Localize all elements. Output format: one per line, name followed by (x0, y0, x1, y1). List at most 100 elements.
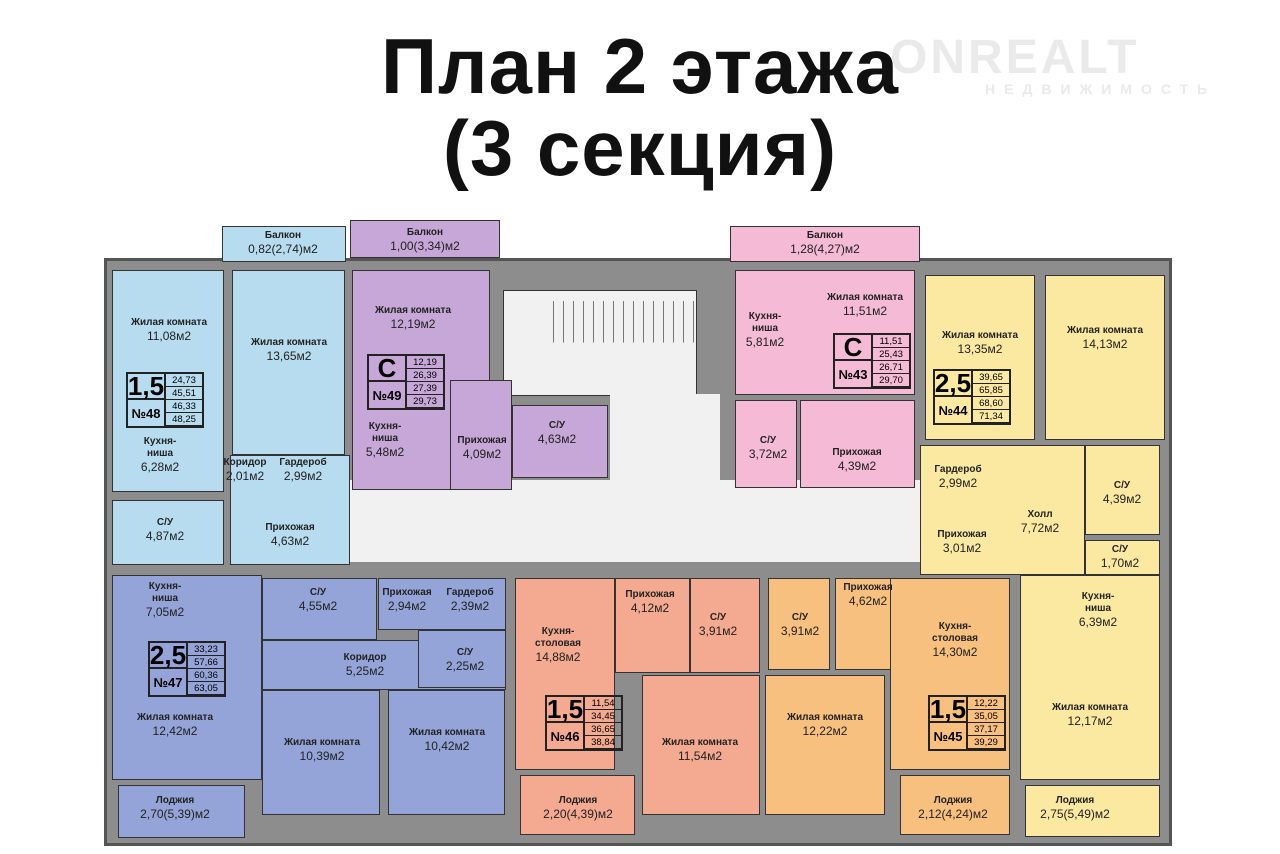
apartment-room-fill (735, 270, 915, 395)
apartment-area-value: 25,43 (873, 348, 909, 361)
room-name: Кухня- ниша (143, 436, 177, 459)
room-area: 12,19м2 (390, 317, 436, 331)
apartment-area-value: 38,84 (585, 736, 621, 749)
apartment-room-fill (1025, 785, 1160, 837)
apartment-area-value: 39,29 (968, 736, 1004, 749)
apartment-room-fill (925, 275, 1035, 440)
room-name: Прихожая (382, 587, 432, 598)
apartment-type: 2,5 (149, 639, 188, 670)
room-area: 2,39м2 (450, 599, 490, 613)
apartment-number: №46 (547, 723, 585, 749)
room-area: 5,25м2 (345, 664, 385, 678)
room-area: 2,99м2 (938, 476, 978, 490)
room-name: Жилая комната (1066, 325, 1144, 336)
room-name: Кухня- столовая (535, 626, 581, 649)
room-area: 13,35м2 (957, 342, 1003, 356)
room-area: 14,13м2 (1082, 337, 1128, 351)
room-name: Гардероб (934, 464, 982, 475)
room-name: Кухня- ниша (368, 421, 402, 444)
apartment-area-value: 65,85 (973, 384, 1009, 397)
room-area: 11,08м2 (146, 329, 192, 343)
room-name: Прихожая (265, 522, 315, 533)
room-name: С/У (456, 647, 474, 658)
room-area: 5,81м2 (745, 335, 785, 349)
room-name: Коридор (223, 457, 267, 468)
room-area: 2,25м2 (445, 659, 485, 673)
room-name: С/У (548, 420, 566, 431)
apartment-room-fill (642, 675, 760, 815)
apartment-room-fill (262, 578, 377, 640)
room-area: 0,82(2,74)м2 (248, 242, 318, 256)
apartment-room-fill (450, 380, 512, 490)
apartment-room-fill (800, 400, 915, 488)
stairwell (503, 290, 697, 396)
room-name: Прихожая (937, 529, 987, 540)
room-area: 12,42м2 (152, 724, 198, 738)
apartment-room-fill (768, 578, 830, 670)
corridor (350, 480, 920, 562)
apartment-room-fill (735, 400, 797, 488)
apartment-area-value: 39,65 (973, 371, 1009, 384)
apartment-type: 1,5 (546, 693, 585, 724)
apartment-room-fill (1045, 275, 1165, 440)
room-name: Жилая комната (136, 712, 214, 723)
room-name: С/У (156, 517, 174, 528)
room-area: 1,70м2 (1100, 556, 1140, 570)
apartment-area-value: 35,05 (968, 710, 1004, 723)
apartment-area-value: 45,51 (166, 387, 202, 400)
apartment-type: 1,5 (929, 693, 968, 724)
room-area: 1,28(4,27)м2 (790, 242, 860, 256)
apartment-room-fill (1085, 445, 1160, 535)
apartment-area-value: 36,65 (585, 723, 621, 736)
apartment-area-value: 29,73 (407, 395, 443, 408)
room-area: 3,91м2 (698, 624, 738, 638)
apartment-area-value: 46,33 (166, 400, 202, 413)
room-area: 2,12(4,24)м2 (918, 807, 988, 821)
room-area: 2,70(5,39)м2 (140, 807, 210, 821)
room-area: 10,42м2 (424, 739, 470, 753)
room-name: Балкон (406, 227, 444, 238)
room-area: 4,63м2 (270, 534, 310, 548)
room-name: Балкон (806, 230, 844, 241)
room-name: Жилая комната (941, 330, 1019, 341)
room-area: 4,09м2 (462, 447, 502, 461)
apartment-room-fill (262, 690, 380, 815)
room-area: 10,39м2 (299, 749, 345, 763)
room-name: Кухня- столовая (932, 621, 978, 644)
apartment-area-value: 12,19 (407, 356, 443, 369)
watermark-logo-text: ONREALT (890, 31, 1140, 84)
apartment-area-value: 33,23 (188, 643, 224, 656)
room-area: 6,39м2 (1078, 615, 1118, 629)
room-name: Жилая комната (661, 737, 739, 748)
room-name: Гардероб (279, 457, 327, 468)
apartment-room-fill (512, 405, 608, 478)
